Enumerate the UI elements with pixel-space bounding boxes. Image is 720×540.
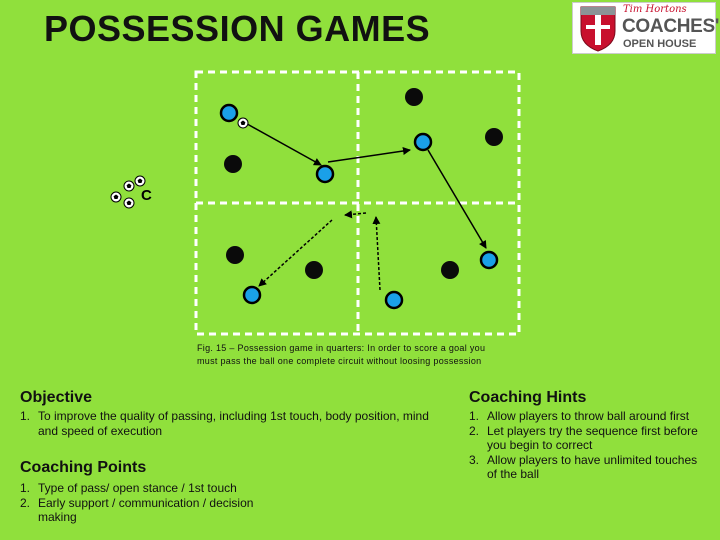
pass-arrows (239, 119, 487, 291)
objective-heading: Objective (20, 389, 93, 406)
black-player (485, 128, 503, 146)
coach-label: C (141, 187, 152, 204)
pass-arrow-6 (258, 219, 333, 287)
ball-icon (123, 197, 135, 209)
blue-player (384, 290, 404, 310)
list-item: 2.Let players try the sequence first bef… (469, 423, 698, 453)
tfc-crest-icon (580, 6, 616, 52)
pass-arrow-1 (239, 119, 322, 166)
blue-player (242, 285, 262, 305)
caption-line-1: Fig. 15 – Possession game in quarters: I… (197, 343, 486, 353)
black-player (441, 261, 459, 279)
pass-arrow-5 (344, 210, 367, 219)
ball-icon (237, 117, 249, 129)
blue-player (219, 103, 239, 123)
objective-list: 1.To improve the quality of passing, inc… (20, 409, 440, 438)
black-player (405, 88, 423, 106)
ball-icon (110, 191, 122, 203)
black-player (226, 246, 244, 264)
coaching-hints-list: 1.Allow players to throw ball around fir… (469, 409, 709, 482)
black-player (224, 155, 242, 173)
ball-icon (123, 180, 135, 192)
caption-line-2: must pass the ball one complete circuit … (197, 356, 482, 366)
logo-line-2: OPEN HOUSE (623, 38, 697, 50)
list-item: 1.Allow players to throw ball around fir… (469, 409, 690, 423)
logo-line-1: COACHES' (622, 16, 720, 37)
brand-name: Tim Hortons (623, 4, 687, 15)
list-item: 1.To improve the quality of passing, inc… (20, 409, 429, 438)
grid-lines (194, 70, 521, 336)
coaching-points-heading: Coaching Points (20, 459, 147, 476)
coaching-hints-heading: Coaching Hints (469, 389, 587, 406)
black-team (224, 88, 503, 279)
blue-player (413, 132, 433, 152)
ball-icon (134, 175, 146, 187)
page-title: POSSESSION GAMES (44, 8, 431, 49)
pass-arrow-4 (372, 216, 381, 291)
blue-player (315, 164, 335, 184)
coaches-open-house-logo: Tim Hortons COACHES' OPEN HOUSE (572, 2, 720, 54)
blue-player (479, 250, 499, 270)
pass-arrow-3 (427, 149, 487, 249)
blue-team (219, 103, 499, 310)
coaching-points-list: 1.Type of pass/ open stance / 1st touch … (20, 481, 260, 525)
figure-caption: Fig. 15 – Possession game in quarters: I… (197, 342, 507, 368)
list-item: 2.Early support / communication / decisi… (20, 495, 254, 525)
black-player (305, 261, 323, 279)
list-item: 1.Type of pass/ open stance / 1st touch (20, 481, 237, 495)
pass-arrow-2 (327, 147, 411, 163)
list-item: 3.Allow players to have unlimited touche… (469, 452, 698, 482)
